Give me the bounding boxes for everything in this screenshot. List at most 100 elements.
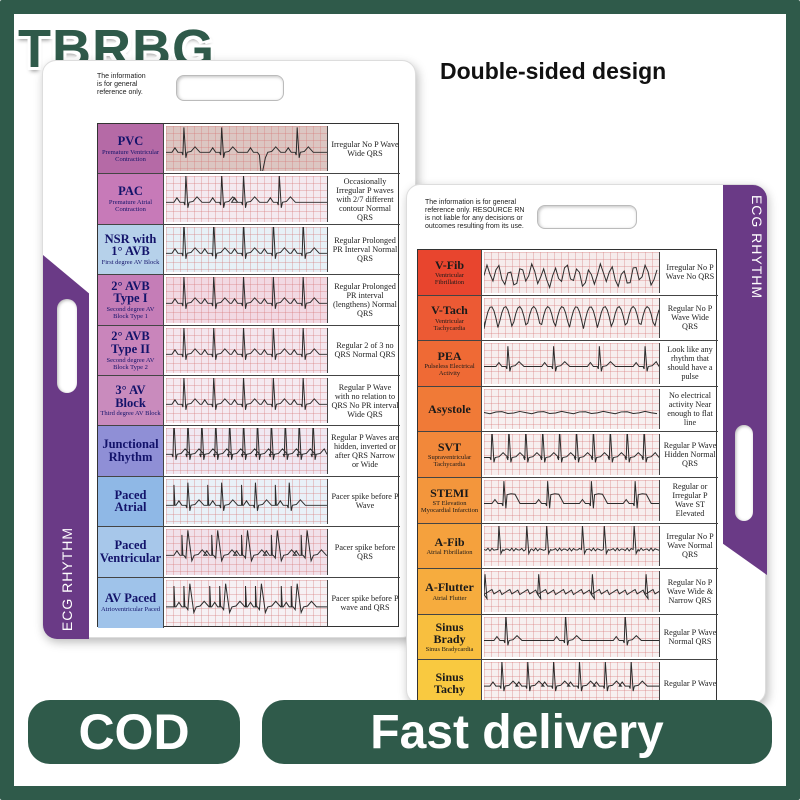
- ecg-trace: [166, 530, 327, 563]
- disclaimer-line: outcomes resulting from its use.: [425, 223, 524, 230]
- rhythm-row: Sinus Tachy Regular P Wave: [418, 660, 718, 706]
- rhythm-name: STEMI: [430, 485, 469, 500]
- ecg-strip: [166, 277, 328, 323]
- rhythm-label-cell: Sinus Tachy: [418, 660, 482, 706]
- rhythm-criteria: Look like any rhythm that should have a …: [667, 345, 713, 382]
- rhythm-name: PAC: [118, 184, 143, 199]
- ecg-strip: [166, 176, 328, 222]
- ecg-trace: [166, 127, 327, 172]
- rhythm-subtitle: Ventricular Tachycardia: [433, 317, 466, 332]
- fast-delivery-badge: Fast delivery: [262, 700, 772, 764]
- rhythm-subtitle: Atrioventricular Paced: [100, 606, 161, 614]
- disclaimer-line: is not liable for any decisions or: [425, 215, 523, 222]
- ecg-waveform: [166, 176, 327, 209]
- band-label: ECG RHYTHM: [749, 194, 766, 300]
- ecg-strip: [484, 434, 660, 475]
- ecg-waveform: [484, 410, 658, 414]
- ecg-trace: [484, 662, 659, 692]
- ecg-waveform: [166, 277, 327, 310]
- ecg-strip: [484, 388, 660, 430]
- ecg-waveform: [166, 583, 327, 614]
- ecg-trace: [166, 176, 327, 209]
- rhythm-name: A-Fib: [434, 534, 465, 549]
- ecg-trace: [166, 482, 327, 511]
- ecg-strip: [166, 126, 328, 172]
- card-disclaimer: The information is for general reference…: [425, 199, 524, 231]
- ecg-strip: [484, 252, 660, 293]
- rhythm-name: Sinus Tachy: [434, 669, 465, 697]
- rhythm-name: Junctional Rhythm: [102, 437, 159, 465]
- ecg-waveform: [484, 262, 658, 290]
- rhythm-subtitle: Atrial Flutter: [432, 594, 467, 602]
- ecg-strip: [166, 529, 328, 575]
- cod-badge: COD: [28, 700, 240, 764]
- rhythm-criteria: Regular P Wave: [663, 678, 717, 688]
- rhythm-label-cell: Paced Atrial: [98, 476, 164, 527]
- ecg-waveform: [166, 327, 327, 360]
- disclaimer-line: is for general: [97, 81, 138, 88]
- ecg-waveform: [484, 434, 659, 463]
- rhythm-label-cell: Junctional Rhythm: [98, 426, 164, 476]
- rhythm-criteria: Irregular No P Wave No QRS: [665, 263, 715, 282]
- ecg-waveform: [484, 346, 659, 372]
- rhythm-subtitle: Premature Atrial Contraction: [108, 198, 153, 213]
- rhythm-name: A-Flutter: [425, 580, 474, 595]
- rhythm-criteria: Regular P Wave Hidden Normal QRS: [663, 441, 717, 469]
- ecg-trace: [484, 262, 658, 290]
- rhythm-name: 2° AVB Type II: [110, 329, 150, 356]
- ecg-strip: [484, 343, 660, 384]
- card-side-slot: [735, 425, 753, 521]
- rhythm-name: 2° AVB Type I: [111, 278, 150, 306]
- ecg-waveform: [484, 305, 659, 329]
- ecg-strip: [166, 226, 328, 273]
- ecg-waveform: [484, 662, 659, 692]
- ecg-trace: [484, 434, 659, 463]
- disclaimer-line: The information is for general: [425, 199, 517, 206]
- rhythm-criteria: Irregular No P Wave Wide QRS: [331, 139, 399, 158]
- rhythm-name: PEA: [437, 348, 462, 363]
- ecg-trace: [166, 277, 327, 310]
- rhythm-criteria: Regular Prolonged PR interval (lengthens…: [333, 281, 397, 318]
- rhythm-subtitle: Ventricular Fibrillation: [434, 271, 465, 286]
- disclaimer-line: reference only. RESOURCE RN: [425, 207, 525, 214]
- left-ecg-card: The information is for general reference…: [42, 60, 416, 639]
- tagline: Double-sided design: [440, 58, 667, 84]
- rhythm-name: Paced Atrial: [114, 487, 147, 515]
- ecg-waveform: [166, 378, 327, 410]
- ecg-strip: [166, 579, 328, 626]
- rhythm-name: AV Paced: [104, 591, 157, 606]
- ecg-strip: [484, 480, 660, 521]
- ecg-trace: [484, 574, 659, 601]
- rhythm-name: Sinus Brady: [433, 619, 466, 647]
- rhythm-name: V-Tach: [431, 303, 468, 318]
- rhythm-subtitle: Second degree AV Block Type 1: [106, 306, 155, 321]
- card-side-slot: [57, 299, 77, 393]
- rhythm-criteria: Regular P Wave with no relation to QRS N…: [331, 382, 399, 419]
- ecg-strip: [166, 428, 328, 474]
- rhythm-label-cell: Asystole: [418, 386, 482, 432]
- ecg-trace: [166, 226, 327, 259]
